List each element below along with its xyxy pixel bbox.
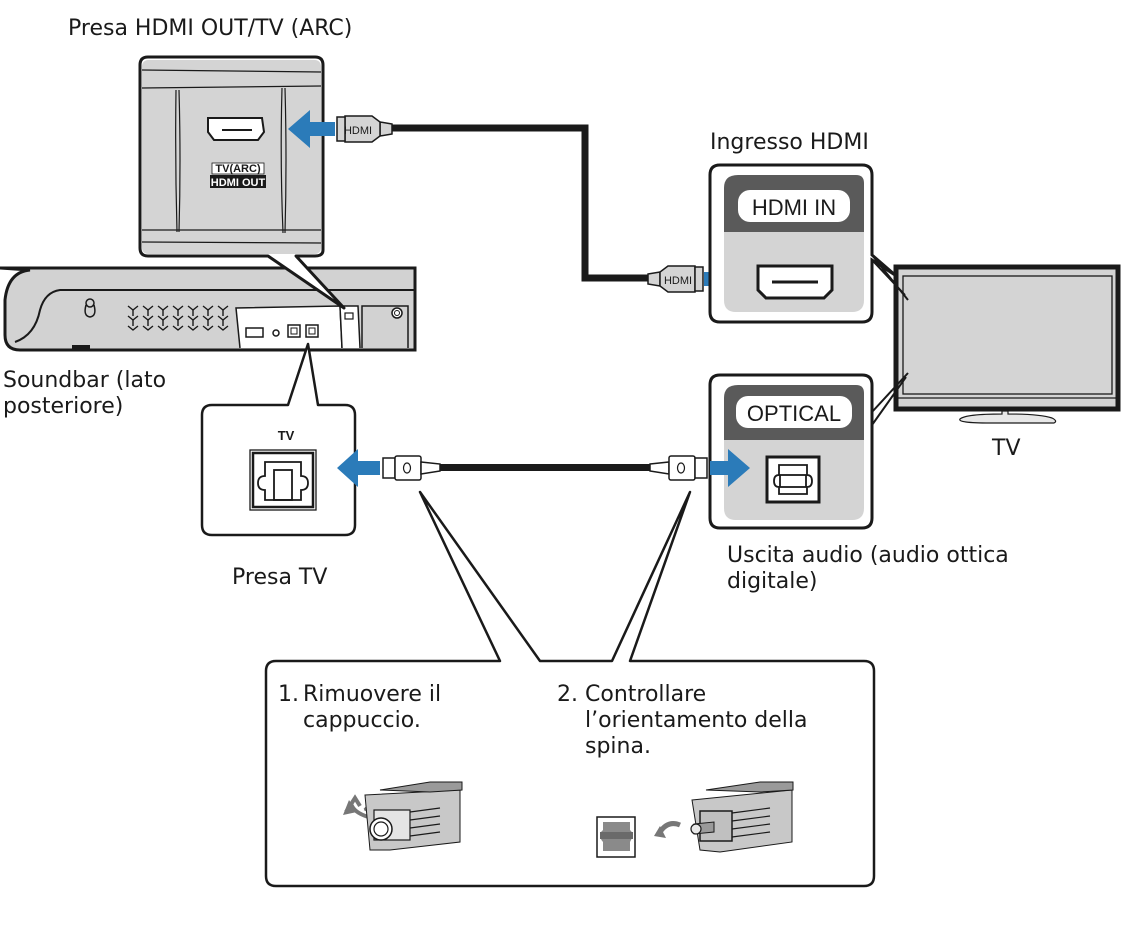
optical-cable [382, 455, 708, 481]
tv-optical-callout: TV [200, 342, 357, 537]
vent-grille-icon [127, 305, 229, 331]
hdmi-in-panel: HDMI IN [708, 163, 896, 324]
usb-port-icon [245, 327, 264, 338]
arrow-to-hdmi-out [288, 110, 335, 148]
tv [871, 254, 1121, 426]
step-2-line1: Controllare [585, 682, 707, 707]
optical-port-tv-icon [305, 324, 319, 338]
hdmi-in-port-icon [756, 264, 834, 300]
soundbar-foot [72, 345, 90, 351]
tv-optical-port-icon [249, 449, 317, 511]
tv-jack-label: Presa TV [232, 565, 328, 590]
tv-optical-port-label: TV [278, 428, 295, 443]
soundbar-label-line1: Soundbar (lato [3, 368, 167, 393]
hdmi-out-callout: TV(ARC) HDMI OUT [138, 55, 346, 310]
power-jack-icon [391, 307, 403, 319]
hdmi-input-label: Ingresso HDMI [710, 130, 869, 155]
arrow-to-tv-optical [337, 449, 380, 487]
remove-cap-illustration [343, 781, 463, 851]
hdmi-out-jack-label: Presa HDMI OUT/TV (ARC) [68, 16, 353, 41]
hdmi-port-small-icon [344, 312, 354, 320]
hdmi-plug-label-right: HDMI [664, 275, 692, 287]
step-1-line2: cappuccio. [303, 708, 421, 733]
panel-label-hdmi-out: HDMI OUT [211, 177, 266, 189]
keyhole-icon [84, 298, 96, 318]
optical-port-icon [765, 455, 821, 504]
audio-out-label-line2: digitale) [727, 569, 818, 594]
arrow-to-optical-out [710, 449, 750, 487]
aux-port-icon [272, 329, 280, 337]
soundbar-label-line2: posteriore) [3, 394, 124, 419]
soundbar [0, 266, 417, 352]
step-2-line2: l’orientamento della [585, 708, 808, 733]
step-2-line3: spina. [585, 734, 651, 759]
step-2-number: 2. [557, 682, 578, 707]
plug-orientation-illustration [596, 781, 794, 858]
rotate-arrow-icon [343, 800, 357, 815]
hdmi-port-icon [207, 117, 266, 141]
optical-port-icon [287, 324, 301, 338]
hdmi-in-label: HDMI IN [752, 195, 836, 220]
hdmi-plug-label-left: HDMI [344, 125, 372, 137]
optical-out-panel: OPTICAL [708, 373, 874, 530]
tv-label: TV [992, 436, 1021, 461]
optical-label: OPTICAL [747, 401, 841, 426]
audio-out-label-line1: Uscita audio (audio ottica [727, 543, 1009, 568]
panel-label-tv-arc: TV(ARC) [215, 163, 261, 175]
hdmi-cable: HDMI HDMI [336, 115, 704, 293]
insert-arrow-icon [654, 826, 666, 838]
step-1-line1: Rimuovere il [303, 682, 442, 707]
step-1-number: 1. [278, 682, 299, 707]
